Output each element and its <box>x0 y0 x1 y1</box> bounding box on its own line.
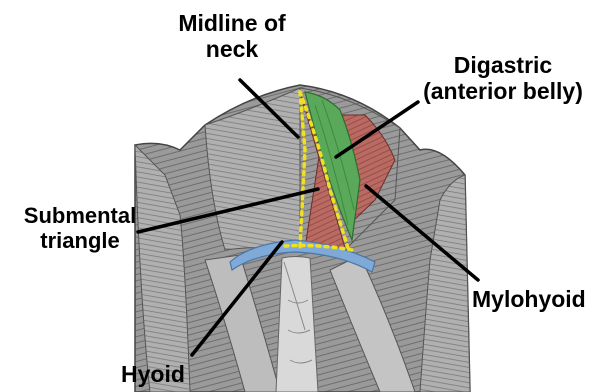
label-submental-triangle: Submental triangle <box>0 203 160 254</box>
label-digastric: Digastric (anterior belly) <box>408 52 598 105</box>
label-midline-of-neck: Midline of neck <box>172 10 292 63</box>
label-digastric-line1: Digastric <box>408 52 598 78</box>
label-hyoid: Hyoid <box>121 361 185 387</box>
label-mylohyoid: Mylohyoid <box>472 286 586 312</box>
label-midline-line1: Midline of <box>172 10 292 36</box>
label-submental-line2: triangle <box>0 228 160 253</box>
label-submental-line1: Submental <box>0 203 160 228</box>
label-midline-line2: neck <box>172 36 292 62</box>
label-digastric-line2: (anterior belly) <box>408 78 598 104</box>
